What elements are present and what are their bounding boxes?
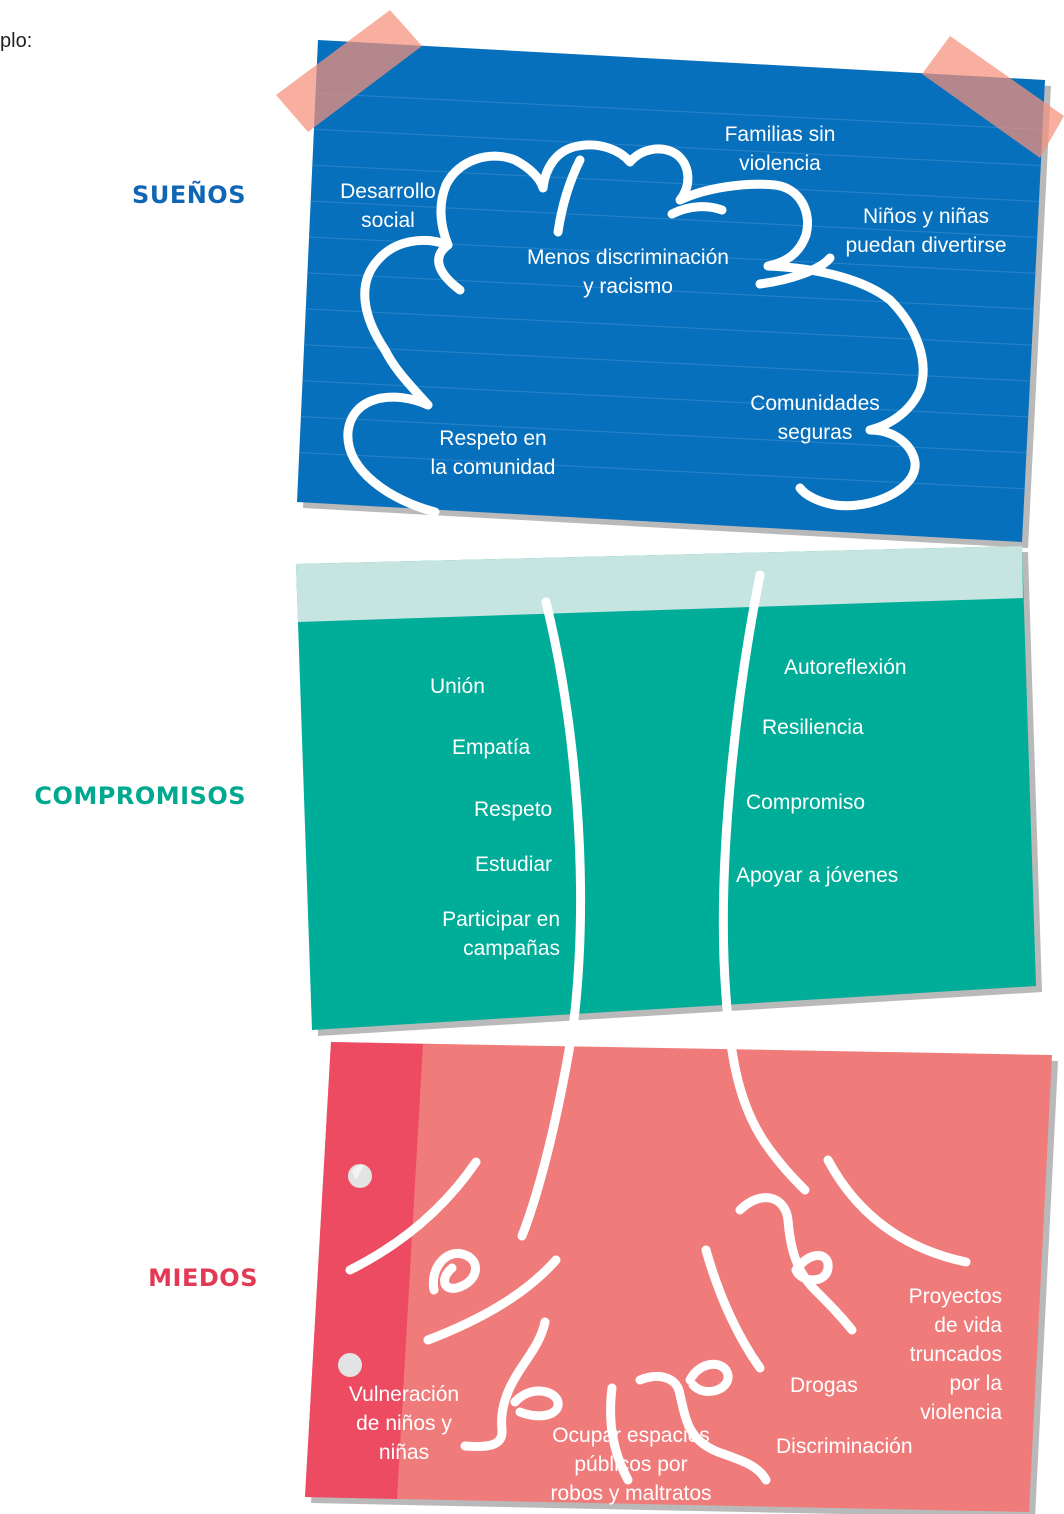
commitment-compromiso: Compromiso [746,791,866,814]
tree-outline [343,140,971,1485]
miedos-binding-strip [305,1042,423,1499]
dream-ninos: Niños y niñas puedan divertirse [845,205,1007,257]
tape-top-left [276,10,422,132]
binder-hole [338,1353,362,1377]
commitment-union: Unión [430,675,485,698]
commitment-respeto: Respeto [474,798,553,821]
fear-proyectos: Proyectos de vida truncados por la viole… [908,1285,1002,1424]
fear-discriminacion: Discriminación [776,1435,913,1458]
dream-desarrollo: Desarrollo social [340,180,436,232]
dream-respeto: Respeto en la comunidad [430,427,556,479]
fear-drogas: Drogas [790,1374,858,1397]
intro-text: plo: [0,30,33,52]
compromisos-label: COMPROMISOS [34,782,246,810]
card-ruled-lines [297,91,1045,491]
suenos-label: SUEÑOS [132,181,246,209]
binder-holes [338,1164,372,1377]
dream-menos: Menos discriminación y racismo [527,246,729,298]
dream-comunidades: Comunidades seguras [750,392,880,444]
commitment-apoyar: Apoyar a jóvenes [736,864,899,887]
commitment-empatia: Empatía [452,736,531,759]
compromisos-card [296,546,1036,1030]
commitment-autoreflexion: Autoreflexión [784,656,907,679]
dream-familias: Familias sin violencia [724,123,836,175]
compromisos-top-band [296,546,1023,622]
commitment-estudiar: Estudiar [475,853,553,876]
tape-top-right [922,36,1064,158]
commitment-participar: Participar en campañas [442,908,560,960]
commitment-resiliencia: Resiliencia [762,716,864,739]
miedos-label: MIEDOS [148,1264,258,1292]
fear-vulneracion: Vulneración de niños y niñas [348,1383,460,1464]
fear-ocupar: Ocupar espacios públicos por robos y mal… [550,1424,712,1505]
miedos-card [305,1042,1052,1512]
